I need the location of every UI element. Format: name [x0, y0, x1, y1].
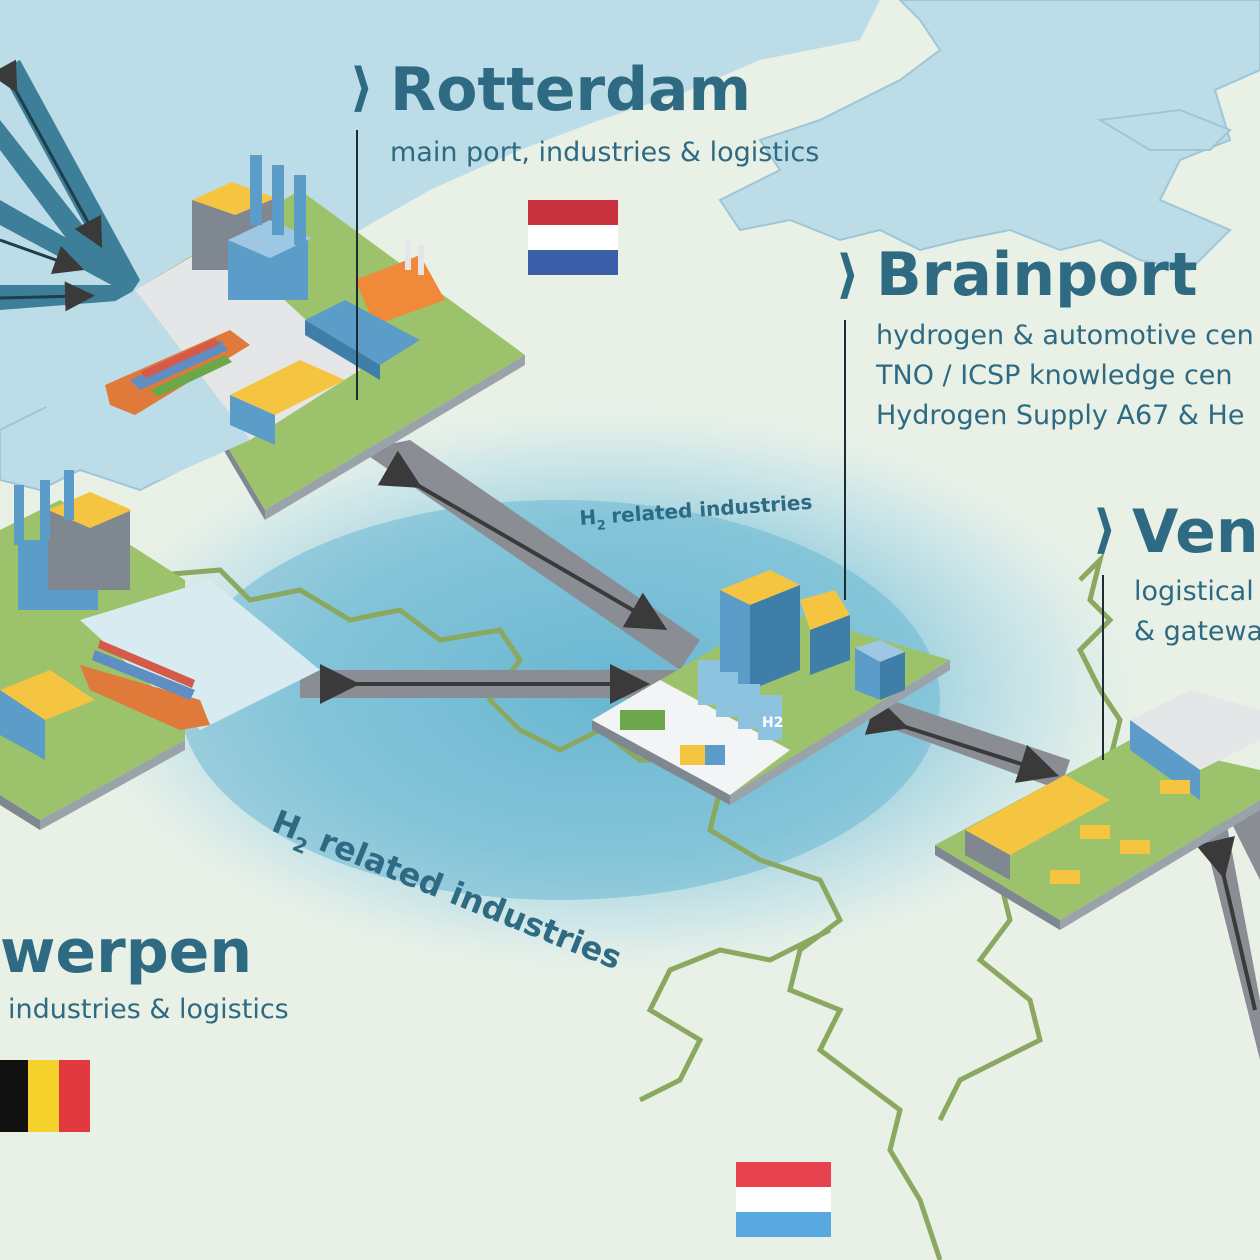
warehouse [305, 300, 420, 380]
antwerpen-subtitle: industries & logistics [8, 994, 289, 1025]
brainport-hub-tile: H2 [592, 570, 950, 805]
belgium-flag [0, 1060, 90, 1132]
corridors [300, 440, 1260, 1060]
factory-orange [355, 240, 445, 325]
luxembourg-flag [736, 1162, 831, 1237]
antwerp-port-tile [0, 470, 320, 830]
factory-main [14, 470, 132, 610]
brainport-line-3: Hydrogen Supply A67 & He [876, 400, 1245, 431]
arrow-rotterdam-hub [377, 450, 668, 631]
tile-side [935, 845, 1060, 930]
venlo-line-1: logistical [1134, 576, 1254, 607]
brainport-chevron-icon: ⟩ [836, 245, 860, 305]
harbour-basin [80, 580, 320, 730]
venlo-logistics-tile [935, 690, 1260, 930]
tile-side-2 [40, 740, 185, 830]
hub-sign: H2 [762, 715, 783, 731]
logistics-shed [0, 670, 95, 760]
office-tower [720, 570, 850, 690]
border-be-lu [937, 879, 1043, 1122]
h2-symbol: H [579, 505, 597, 530]
trucks [1050, 780, 1190, 884]
sea-route-arrow-1 [0, 59, 103, 249]
rotterdam-port-tile [10, 155, 525, 520]
tile-side-2 [730, 660, 950, 805]
sea-routes [0, 59, 140, 312]
logistics-shed [230, 360, 345, 445]
border-nl-de [1076, 551, 1123, 782]
netherlands-flag [528, 200, 618, 275]
truck-yard [592, 680, 790, 795]
rotterdam-chevron-icon: ⟩ [350, 58, 374, 118]
sea [0, 0, 880, 430]
venlo-chevron-icon: ⟩ [1093, 500, 1117, 560]
factory-main [192, 155, 312, 300]
rotterdam-title: Rotterdam [390, 55, 752, 125]
venlo-line-2: & gatewa [1134, 616, 1260, 647]
brainport-title: Brainport [876, 240, 1198, 310]
container-ship [80, 640, 210, 730]
brainport-line-2: TNO / ICSP knowledge cen [876, 360, 1233, 391]
border-south [638, 927, 832, 1103]
tile-side-2 [265, 355, 525, 520]
rotterdam-subtitle: main port, industries & logistics [390, 137, 820, 168]
arrow-venlo-east [1195, 835, 1257, 1011]
tile-side [592, 720, 730, 805]
trucks [620, 710, 725, 765]
arrow-hub-venlo [864, 696, 1060, 783]
hydrogen-tanks: H2 [698, 660, 783, 740]
antwerpen-title: werpen [0, 917, 253, 987]
sea-route-arrow-2 [0, 238, 85, 275]
container-ship [105, 330, 250, 415]
inland-water-north-2 [1097, 108, 1232, 151]
sea-route-arrow-3 [0, 281, 95, 312]
tile-side [0, 795, 40, 830]
brainport-line-1: hydrogen & automotive cen [876, 320, 1254, 351]
tile-side-2 [1060, 800, 1260, 930]
h2-subscript: 2 [596, 518, 606, 534]
lab-building [855, 640, 905, 700]
